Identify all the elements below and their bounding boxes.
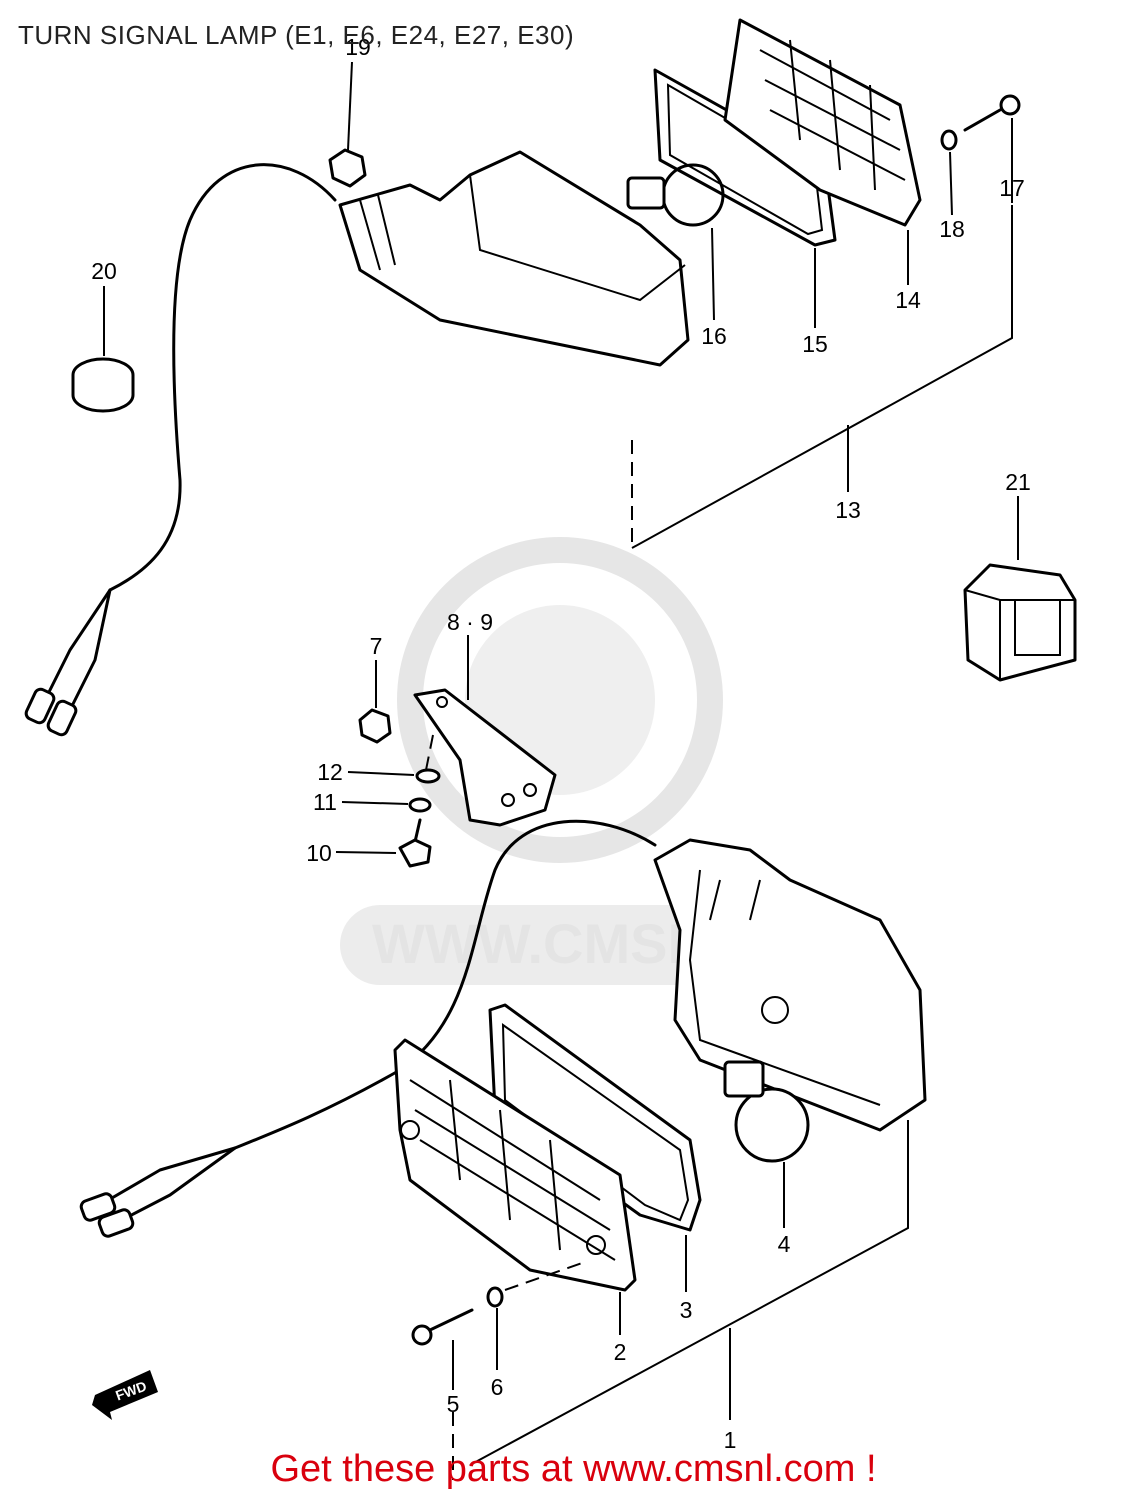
callout-7: 7 — [370, 633, 383, 659]
callout-12: 12 — [317, 759, 343, 785]
lower-wire-lead-a — [98, 1146, 237, 1207]
footer-link-text[interactable]: Get these parts at www.cmsnl.com ! — [270, 1448, 877, 1490]
bolt-10-head — [398, 838, 432, 868]
callout-3: 3 — [680, 1297, 693, 1323]
lock-washer-11 — [408, 797, 432, 813]
lower-screw-dash — [504, 1261, 586, 1291]
lower-bulb — [734, 1087, 810, 1163]
bracket-assembly — [358, 688, 557, 868]
upper-lamp-housing — [338, 150, 690, 367]
lower-screw-shank — [428, 1308, 474, 1332]
upper-wire — [108, 163, 337, 592]
callout-5: 5 — [447, 1391, 460, 1417]
lower-housing-socket — [761, 996, 789, 1024]
callout-21: 21 — [1005, 469, 1031, 495]
relay-body — [963, 563, 1077, 682]
lower-lens — [393, 1038, 637, 1292]
relay-connector — [1014, 599, 1061, 656]
upper-screw-head — [999, 94, 1021, 116]
upper-screw-shank — [963, 108, 1002, 132]
callout-4: 4 — [778, 1231, 791, 1257]
callout-8-9: 8 · 9 — [447, 609, 493, 635]
lower-bulb-base — [723, 1060, 765, 1098]
washer-12 — [415, 768, 441, 784]
callout-15: 15 — [802, 331, 828, 357]
callout-labels: 19 20 16 15 14 18 17 13 21 8 · 9 7 12 11… — [91, 34, 1031, 1453]
upper-washer — [940, 129, 958, 151]
callout-14: 14 — [895, 287, 921, 313]
callout-13: 13 — [835, 497, 861, 523]
callout-20: 20 — [91, 258, 117, 284]
callout-2: 2 — [614, 1339, 627, 1365]
lower-washer — [486, 1286, 504, 1308]
upper-bulb — [661, 163, 725, 227]
lower-lens-gasket-inner — [501, 1023, 690, 1222]
upper-turn-signal-assembly — [24, 18, 1021, 737]
callout-16: 16 — [701, 323, 727, 349]
callout-10: 10 — [306, 840, 332, 866]
upper-wire-terminal-a — [24, 687, 56, 725]
bracket-8-9 — [413, 688, 557, 827]
lower-lens-grid — [409, 1079, 616, 1261]
turn-signal-relay — [963, 563, 1077, 682]
lower-lamp-housing — [653, 838, 927, 1132]
upper-bulb-base — [626, 176, 666, 210]
upper-wire-lead-b — [68, 588, 112, 712]
lower-wire — [233, 819, 657, 1150]
upper-nut — [328, 148, 367, 188]
upper-wire-terminal-b — [46, 699, 78, 737]
callout-18: 18 — [939, 216, 965, 242]
grommet-body — [71, 375, 135, 413]
lower-lens-hole-b — [586, 1235, 606, 1255]
forward-direction-marker: FWD — [92, 1370, 158, 1420]
nut-7 — [358, 708, 392, 744]
upper-housing-edge — [469, 174, 686, 302]
lower-turn-signal-assembly — [79, 819, 927, 1346]
lower-wire-lead-b — [116, 1146, 237, 1224]
diagram-title: TURN SIGNAL LAMP (E1, E6, E24, E27, E30) — [18, 20, 575, 50]
bracket-hole-a — [436, 696, 448, 708]
bracket-hole-b — [501, 793, 515, 807]
lower-lens-hole-a — [400, 1120, 420, 1140]
bracket-hole-c — [523, 783, 537, 797]
upper-wire-lead-a — [43, 588, 112, 702]
leader-lines — [103, 61, 1019, 1480]
callout-6: 6 — [491, 1374, 504, 1400]
callout-19: 19 — [345, 34, 371, 60]
lower-screw-head — [411, 1324, 433, 1346]
upper-lens — [723, 18, 922, 227]
upper-housing-ribs — [359, 194, 396, 271]
bracket-dash — [424, 734, 434, 776]
lower-wire-terminal-b — [97, 1208, 135, 1238]
callout-1: 1 — [724, 1427, 737, 1453]
upper-lens-grid — [759, 39, 906, 191]
lower-housing-edges — [688, 869, 881, 1106]
callout-11: 11 — [313, 789, 337, 815]
callout-17: 17 — [999, 175, 1025, 201]
